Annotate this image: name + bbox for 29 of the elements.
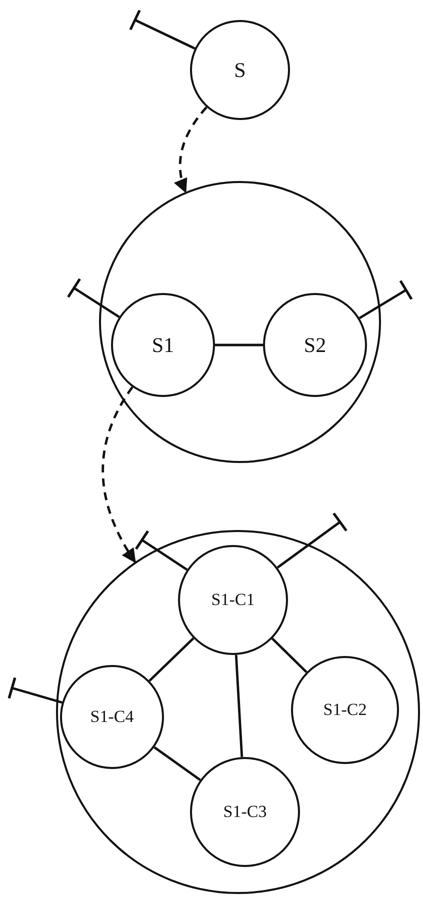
node-label: S1-C2 <box>323 700 367 720</box>
connector-line <box>148 637 194 682</box>
dashed-arrow <box>102 386 136 564</box>
connector-line <box>154 746 201 781</box>
node-label: S <box>234 58 246 82</box>
dashed-arrow <box>174 106 208 194</box>
circle-node <box>111 293 215 397</box>
circle-node <box>263 293 367 397</box>
bar-ended-line <box>129 8 196 50</box>
node-label: S1-C4 <box>90 707 134 727</box>
circle-node <box>99 181 381 463</box>
circle-node <box>56 530 420 894</box>
node-label: S2 <box>304 332 326 358</box>
connector-line <box>234 654 244 758</box>
node-label: S1-C3 <box>223 802 267 822</box>
connector-line <box>271 638 308 674</box>
circle-node <box>190 757 300 867</box>
bar-ended-line <box>134 530 188 571</box>
node-label: S1-C1 <box>211 590 255 610</box>
bar-ended-line <box>358 279 413 320</box>
circle-node <box>60 665 164 769</box>
bar-ended-line <box>276 512 348 569</box>
circle-node <box>178 545 288 655</box>
node-label: S1 <box>152 332 174 358</box>
bar-ended-line <box>66 278 120 318</box>
connector-line <box>215 344 263 346</box>
circle-node <box>291 656 399 764</box>
circle-node <box>190 20 290 120</box>
bar-ended-line <box>8 676 62 704</box>
